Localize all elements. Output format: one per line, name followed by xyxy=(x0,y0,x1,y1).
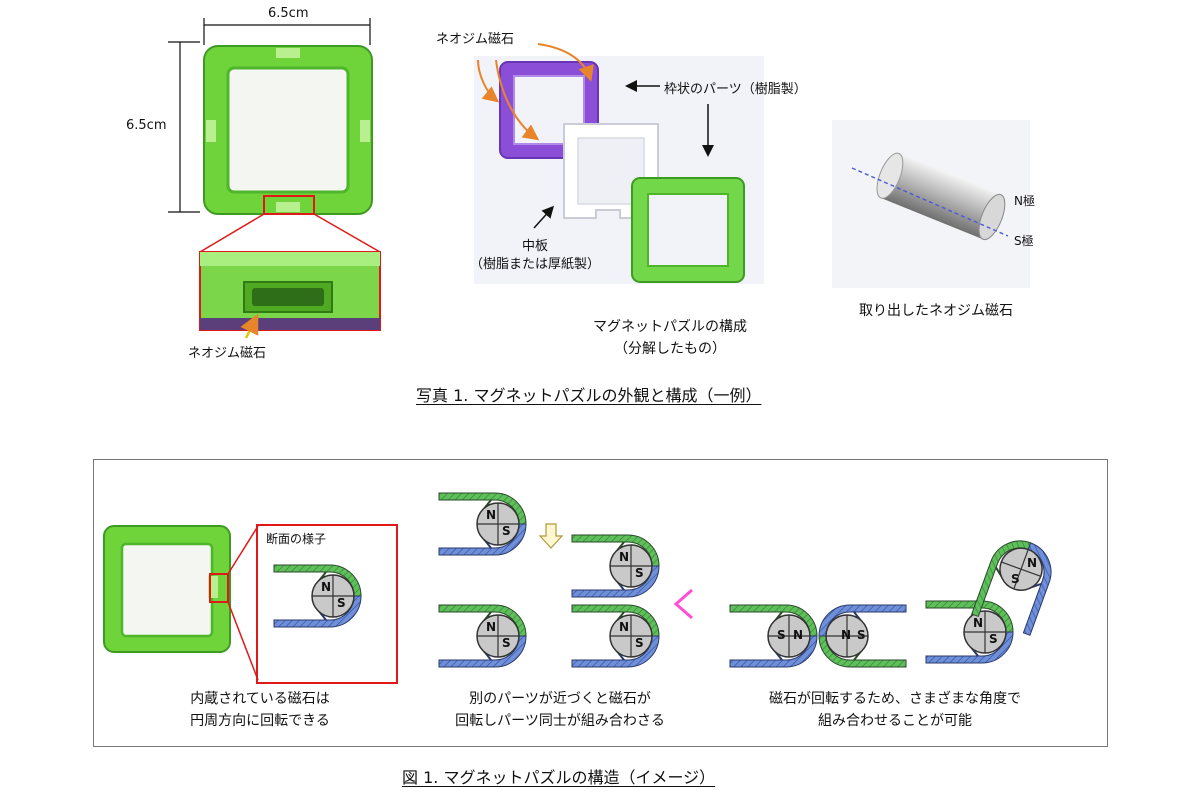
neodymium-magnet-label: ネオジム磁石 xyxy=(436,32,515,47)
photo-figure-title: 写真 1. マグネットパズルの外観と構成（一例） xyxy=(416,386,762,405)
composition-caption: マグネットパズルの構成 （分解したもの） xyxy=(560,316,780,360)
section-joined xyxy=(571,604,660,668)
width-dimension-line xyxy=(203,18,371,45)
middle-plate-line-2: （樹脂または厚紙製） xyxy=(470,257,601,272)
pink-contact-marker-icon xyxy=(673,588,693,620)
caption-rotation-line-1: 内蔵されている磁石は xyxy=(190,691,330,707)
zoomed-magnet-photo xyxy=(199,251,381,339)
cross-section-detail-s-pole: S xyxy=(337,596,346,610)
section-angle-top-n-pole: N xyxy=(1027,556,1038,570)
zoom-magnet-label: ネオジム磁石 xyxy=(188,346,267,361)
section-pair-left-magnet xyxy=(767,614,811,658)
small-frame-photo xyxy=(103,525,231,653)
middle-plate-label: 中板 （樹脂または厚紙製） xyxy=(470,238,600,274)
section-angle-bottom-n-pole: N xyxy=(973,616,984,630)
section-angle-bottom-s-pole: S xyxy=(989,632,998,646)
section-separate-n-pole: N xyxy=(486,508,497,522)
extracted-magnet-caption: 取り出したネオジム磁石 xyxy=(859,303,1013,319)
section-approach-magnet xyxy=(609,544,653,588)
structure-figure-panel xyxy=(93,459,1108,747)
section-pair-left-n-pole: N xyxy=(793,628,804,642)
caption-angles: 磁石が回転するため、さまざまな角度で 組み合わせることが可能 xyxy=(740,688,1050,732)
section-approach-s-pole: S xyxy=(635,566,644,580)
caption-combination: 別のパーツが近づくと磁石が 回転しパーツ同士が組み合わさる xyxy=(430,688,690,732)
section-joined-s-pole: S xyxy=(635,636,644,650)
composition-caption-line-2: （分解したもの） xyxy=(614,341,726,357)
section-separate-magnet xyxy=(476,502,520,546)
section-angle-top-magnet xyxy=(999,547,1043,591)
n-pole-label: N極 xyxy=(1014,194,1035,208)
section-approach-n-pole: N xyxy=(619,550,630,564)
section-lower xyxy=(438,604,527,668)
cylinder-magnet-photo xyxy=(832,120,1030,288)
frame-parts-label: 枠状のパーツ（樹脂製） xyxy=(664,82,807,97)
middle-plate-line-1: 中板 xyxy=(522,239,549,254)
section-angle-bottom xyxy=(925,600,1014,664)
caption-rotation: 内蔵されている磁石は 円周方向に回転できる xyxy=(150,688,370,732)
section-angle-top-s-pole: S xyxy=(1011,572,1020,586)
section-pair-right xyxy=(818,604,907,668)
cross-section-detail xyxy=(273,564,362,628)
structure-figure-title: 図 1. マグネットパズルの構造（イメージ） xyxy=(402,768,716,787)
caption-angles-line-1: 磁石が回転するため、さまざまな角度で xyxy=(769,691,1021,707)
section-pair-right-s-pole: S xyxy=(857,628,866,642)
caption-rotation-line-2: 円周方向に回転できる xyxy=(190,713,330,729)
cross-section-detail-n-pole: N xyxy=(321,580,332,594)
section-lower-magnet xyxy=(476,614,520,658)
cross-section-diagrams xyxy=(273,492,1052,668)
down-arrow-icon xyxy=(538,523,564,549)
caption-angles-line-2: 組み合わせることが可能 xyxy=(818,713,972,729)
height-dimension-line xyxy=(168,41,200,213)
section-lower-n-pole: N xyxy=(486,620,497,634)
section-separate xyxy=(438,492,527,556)
composition-photo xyxy=(474,43,764,284)
composition-caption-line-1: マグネットパズルの構成 xyxy=(593,319,747,335)
caption-combination-line-1: 別のパーツが近づくと磁石が xyxy=(469,691,651,707)
green-frame-photo xyxy=(203,45,373,215)
section-approach xyxy=(571,534,660,598)
s-pole-label: S極 xyxy=(1014,234,1034,248)
section-joined-n-pole: N xyxy=(619,620,630,634)
height-dimension-label: 6.5cm xyxy=(126,118,167,133)
section-separate-s-pole: S xyxy=(502,524,511,538)
section-angle-bottom-magnet xyxy=(963,610,1007,654)
section-pair-left-s-pole: S xyxy=(777,628,786,642)
cross-section-label: 断面の様子 xyxy=(266,532,327,546)
section-joined-magnet xyxy=(609,614,653,658)
section-highlight-small xyxy=(209,573,229,603)
magnet-highlight-box xyxy=(263,195,315,215)
cross-section-detail-box xyxy=(256,524,398,684)
section-angle-top xyxy=(971,540,1052,636)
width-dimension-label: 6.5cm xyxy=(268,6,309,21)
section-lower-s-pole: S xyxy=(502,636,511,650)
cross-section-detail-magnet xyxy=(311,574,355,618)
caption-combination-line-2: 回転しパーツ同士が組み合わさる xyxy=(455,713,665,729)
section-pair-right-n-pole: N xyxy=(841,628,852,642)
section-pair-right-magnet xyxy=(825,614,869,658)
section-pair-left xyxy=(729,604,818,668)
